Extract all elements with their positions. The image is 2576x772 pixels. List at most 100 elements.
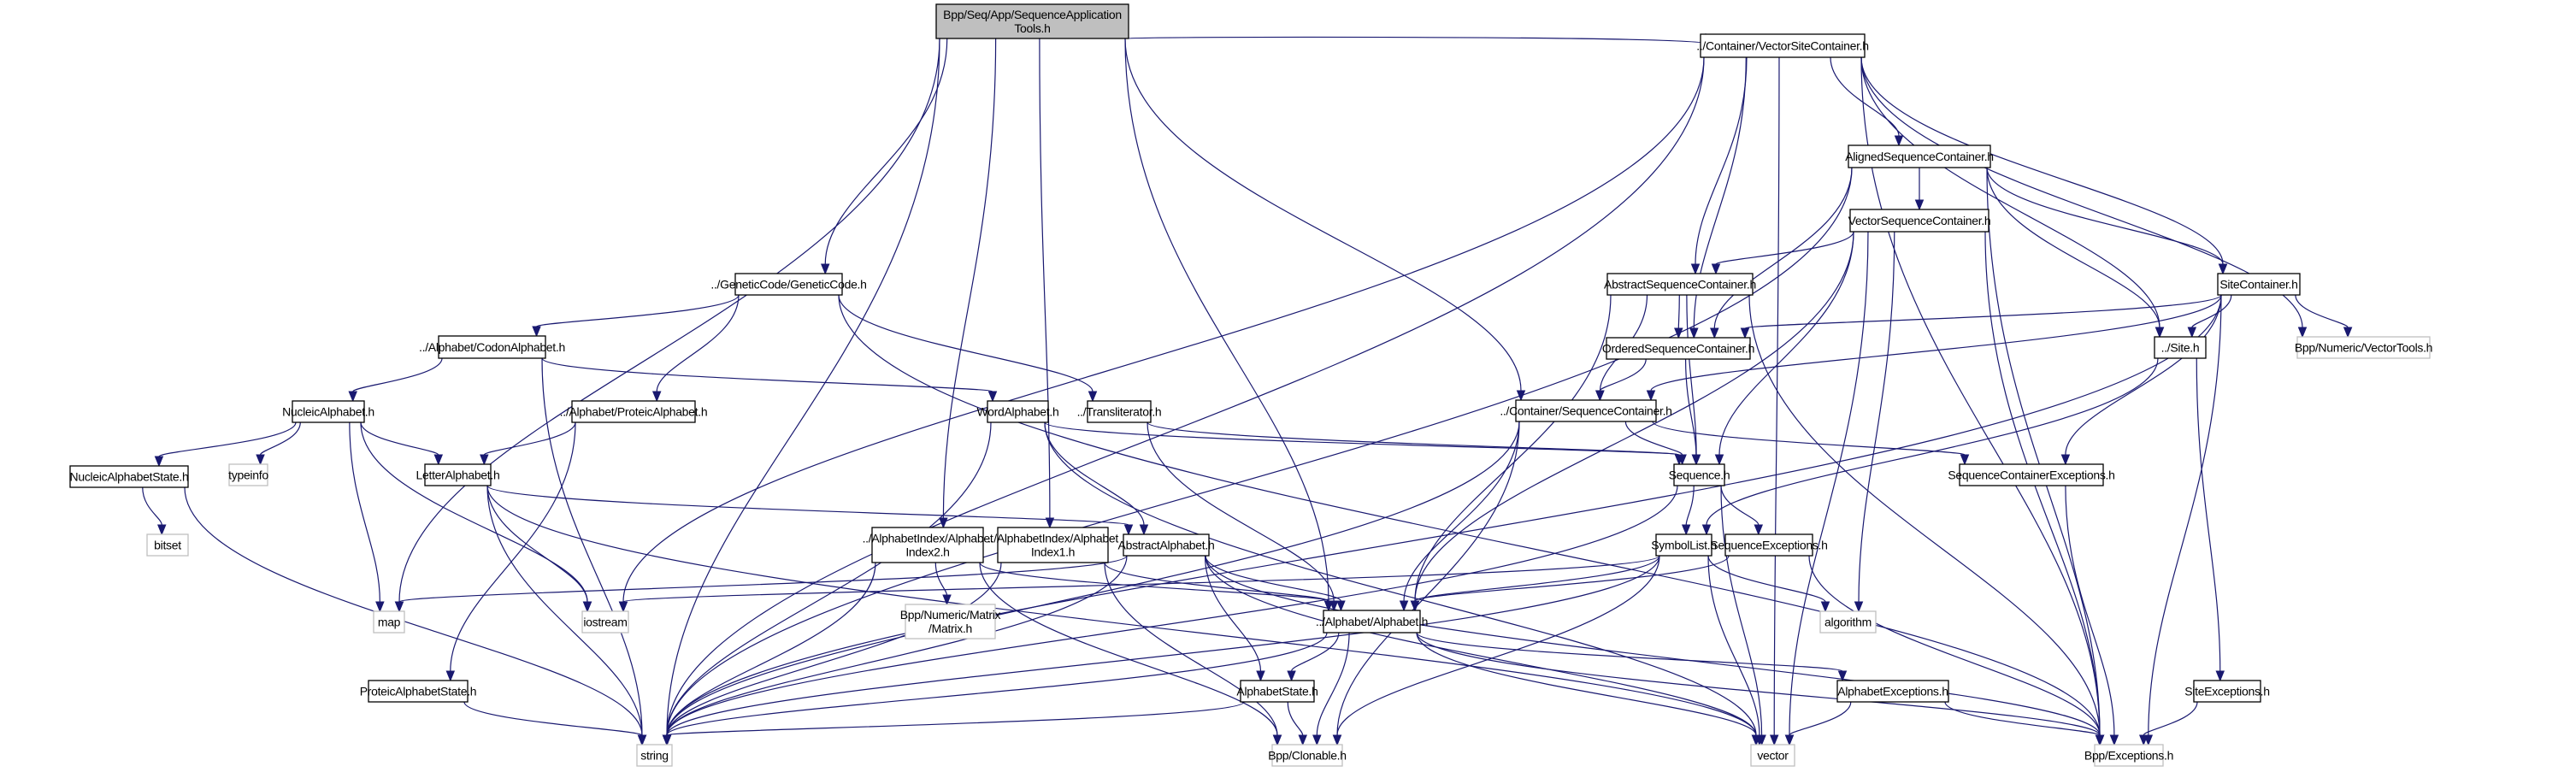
arrowhead-icon: [1690, 263, 1701, 275]
edge-sitec-to-seqc: [1646, 294, 2222, 402]
edge-line: [2143, 701, 2198, 736]
edge-line: [1652, 421, 1966, 456]
node-sequence[interactable]: Sequence.h: [1669, 463, 1730, 486]
edge-line: [1316, 632, 1350, 736]
node-siteexc[interactable]: SiteExceptions.h: [2184, 680, 2270, 703]
arrowhead-icon: [1595, 390, 1605, 402]
arrowhead-icon: [1410, 600, 1420, 612]
edge-aidx1-to-alphabet: [1104, 562, 1334, 612]
node-label: Bpp/Seq/App/SequenceApplication: [943, 8, 1122, 21]
edge-nucleic-to-nucstate: [154, 421, 297, 468]
edge-line: [2295, 294, 2349, 328]
edge-aidx2-to-matrix: [934, 562, 952, 606]
node-codon[interactable]: ../Alphabet/CodonAlphabet.h: [419, 335, 565, 359]
arrowhead-icon: [2109, 734, 2119, 746]
node-box: [571, 400, 696, 423]
node-gcode[interactable]: ../GeneticCode/GeneticCode.h: [710, 273, 867, 296]
node-alphastate[interactable]: AlphabetState.h: [1236, 680, 1318, 703]
arrowhead-icon: [1854, 601, 1864, 613]
edge-nucleic-to-typeinfo: [256, 421, 301, 466]
node-label: ../Site.h: [2161, 341, 2200, 355]
node-nucleic[interactable]: NucleicAlphabet.h: [282, 400, 374, 423]
node-protstate[interactable]: ProteicAlphabetState.h: [360, 680, 477, 703]
edge-line: [1204, 555, 1262, 672]
edge-line: [486, 485, 643, 736]
nodes-layer: Bpp/Seq/App/SequenceApplicationTools.h..…: [69, 3, 2432, 767]
edge-oseqc-to-sequence: [1684, 358, 1701, 466]
edge-line: [666, 38, 940, 736]
edge-symlist-to-iostream: [618, 555, 1660, 613]
node-word[interactable]: WordAlphabet.h: [977, 400, 1059, 423]
node-alphaexc[interactable]: AlphabetExceptions.h: [1836, 680, 1949, 703]
arrowhead-icon: [1960, 454, 1970, 466]
node-letter[interactable]: LetterAlphabet.h: [416, 463, 500, 486]
node-label: vector: [1757, 749, 1789, 763]
node-asc[interactable]: AlignedSequenceContainer.h: [1845, 144, 1994, 168]
edge-letter-to-vector: [486, 485, 1761, 746]
node-label: ../Container/SequenceContainer.h: [1500, 404, 1671, 418]
edge-line: [1336, 555, 1660, 736]
arrowhead-icon: [532, 326, 541, 338]
edge-line: [666, 294, 2222, 736]
arrowhead-icon: [348, 391, 357, 403]
node-oseqc[interactable]: OrderedSequenceContainer.h: [1602, 337, 1754, 360]
edge-root-to-seqc: [1124, 38, 1526, 402]
edge-line: [1205, 555, 2101, 736]
node-label: NucleicAlphabet.h: [282, 405, 374, 419]
node-box: [2217, 273, 2301, 296]
node-site[interactable]: ../Site.h: [2154, 336, 2207, 359]
edge-sitec-to-exceptions: [2143, 294, 2222, 746]
arrowhead-icon: [2218, 263, 2228, 275]
edge-line: [541, 357, 993, 392]
node-label: /Matrix.h: [928, 622, 972, 635]
edge-asc-to-oseqc: [1710, 167, 1853, 339]
arrowhead-icon: [637, 734, 647, 746]
edge-line: [1414, 555, 1730, 602]
node-label: Sequence.h: [1669, 469, 1730, 482]
node-abseqc[interactable]: AbstractSequenceContainer.h: [1604, 273, 1756, 296]
edge-line: [824, 38, 948, 265]
edge-alphabet-to-alphastate: [1287, 632, 1340, 682]
node-seqc[interactable]: ../Container/SequenceContainer.h: [1500, 399, 1672, 422]
arrowhead-icon: [1914, 199, 1925, 211]
node-translit[interactable]: ../Transliterator.h: [1077, 400, 1162, 423]
node-nucstate[interactable]: NucleicAlphabetState.h: [69, 465, 189, 488]
edge-line: [979, 562, 1278, 736]
node-seqcexc[interactable]: SequenceContainerExceptions.h: [1948, 463, 2115, 486]
edge-line: [1720, 485, 1763, 736]
node-proteic[interactable]: ../Alphabet/ProteicAlphabet.h: [560, 400, 708, 423]
node-symlist[interactable]: SymbolList.h: [1651, 533, 1717, 557]
node-label: AlignedSequenceContainer.h: [1845, 150, 1994, 163]
edge-line: [535, 294, 740, 327]
node-box: [935, 3, 1129, 39]
arrowhead-icon: [157, 524, 167, 536]
edge-line: [656, 294, 740, 392]
edge-abseqc-to-sequence: [1686, 294, 1701, 466]
arrowhead-icon: [1689, 327, 1699, 339]
node-box: [368, 680, 469, 703]
node-absalpha[interactable]: AbstractAlphabet.h: [1118, 533, 1215, 557]
arrowhead-icon: [1329, 600, 1339, 612]
node-box: [636, 744, 673, 767]
node-box: [2094, 744, 2164, 767]
node-sitec[interactable]: SiteContainer.h: [2217, 273, 2301, 296]
edge-line: [1677, 294, 1680, 329]
edge-nucstate-to-bitset: [142, 486, 167, 536]
node-vseqc[interactable]: VectorSequenceContainer.h: [1848, 209, 1991, 233]
node-box: [1836, 680, 1949, 703]
node-box: [69, 465, 189, 488]
node-seqexc[interactable]: SequenceExceptions.h: [1710, 533, 1828, 557]
node-box: [1959, 463, 2104, 486]
node-label: string: [640, 749, 668, 763]
node-vsc[interactable]: ../Container/VectorSiteContainer.h: [1696, 33, 1869, 58]
node-label: ../Transliterator.h: [1077, 405, 1162, 419]
node-alphabet[interactable]: ../Alphabet/Alphabet.h: [1316, 610, 1428, 634]
edge-line: [1104, 562, 1329, 602]
arrowhead-icon: [2297, 327, 2308, 339]
arrowhead-icon: [2155, 327, 2165, 339]
edge-line: [1624, 421, 1683, 456]
arrowhead-icon: [1701, 524, 1712, 536]
